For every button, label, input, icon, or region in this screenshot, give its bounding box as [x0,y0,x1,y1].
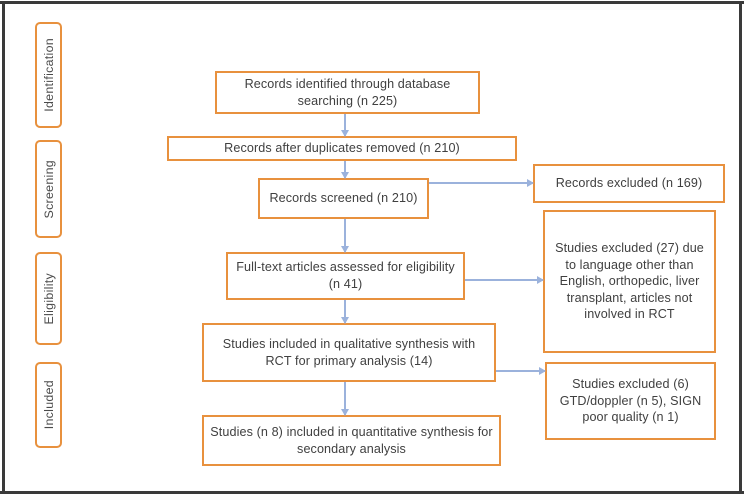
arrow-shaft [344,219,346,252]
arrow-head [539,366,546,375]
node-studies-excluded-eligibility: Studies excluded (27) due to language ot… [543,210,716,353]
frame-border-left [2,1,5,492]
node-quantitative-synthesis: Studies (n 8) included in quantitative s… [202,415,501,466]
frame-border-top [0,1,744,4]
frame-border-right [739,1,742,492]
arrow-head [527,178,534,187]
node-records-after-duplicates: Records after duplicates removed (n 210) [167,136,517,161]
arrow-head [340,246,349,253]
arrow-head [340,172,349,179]
arrow-shaft [496,370,545,372]
stage-label-included-text: Included [41,380,56,430]
arrow-head [340,130,349,137]
arrow-identified-to-duplicates [338,114,352,137]
arrow-screened-to-records-excluded [429,177,534,189]
arrow-fulltext-to-qualitative [338,300,352,324]
node-studies-excluded-included-text: Studies excluded (6) GTD/doppler (n 5), … [559,377,702,425]
arrow-shaft [465,279,543,281]
arrow-fulltext-to-studies-excluded [465,274,544,286]
stage-label-eligibility-text: Eligibility [41,272,56,325]
arrow-shaft [344,382,346,415]
arrow-qualitative-to-studies-excluded [496,365,546,377]
stage-label-screening: Screening [35,140,62,238]
node-records-excluded-text: Records excluded (n 169) [555,176,703,191]
node-records-excluded: Records excluded (n 169) [533,164,725,203]
node-qualitative-synthesis: Studies included in qualitative synthesi… [202,323,496,382]
arrow-shaft [344,114,346,136]
arrow-shaft [344,300,346,323]
stage-label-eligibility: Eligibility [35,252,62,345]
arrow-shaft [344,161,346,178]
arrow-head [340,409,349,416]
frame-border-bottom [0,491,744,494]
node-fulltext-assessed: Full-text articles assessed for eligibil… [226,252,465,300]
node-records-identified: Records identified through database sear… [215,71,480,114]
node-studies-excluded-included: Studies excluded (6) GTD/doppler (n 5), … [545,362,716,440]
node-records-screened-text: Records screened (n 210) [269,191,418,206]
node-records-identified-text: Records identified through database sear… [244,76,451,108]
stage-label-included: Included [35,362,62,448]
node-records-screened: Records screened (n 210) [258,178,429,219]
stage-label-identification: Identification [35,22,62,128]
arrow-qualitative-to-quantitative [338,382,352,416]
stage-label-screening-text: Screening [41,159,56,219]
node-studies-excluded-eligibility-text: Studies excluded (27) due to language ot… [555,240,704,322]
arrow-screened-to-fulltext [338,219,352,253]
arrow-shaft [429,182,533,184]
arrow-head [537,275,544,284]
node-quantitative-synthesis-text: Studies (n 8) included in quantitative s… [210,424,493,456]
stage-label-identification-text: Identification [41,38,56,112]
arrow-duplicates-to-screened [338,161,352,179]
node-records-after-duplicates-text: Records after duplicates removed (n 210) [224,141,460,156]
arrow-head [340,317,349,324]
node-qualitative-synthesis-text: Studies included in qualitative synthesi… [222,336,476,368]
node-fulltext-assessed-text: Full-text articles assessed for eligibil… [236,260,455,291]
